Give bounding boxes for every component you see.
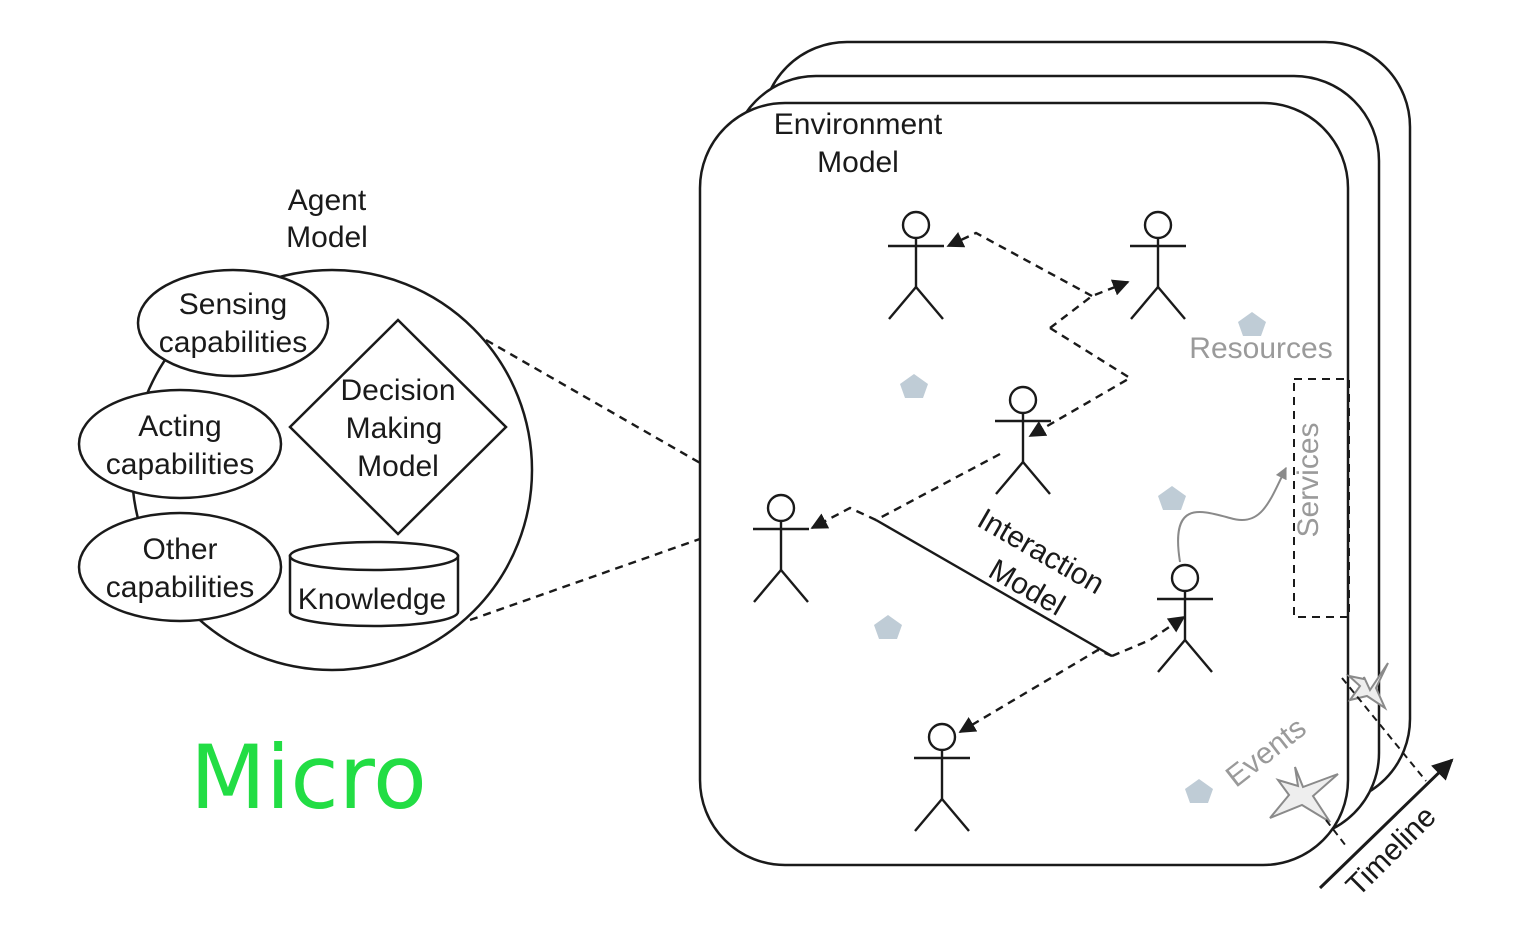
- acting-label-line2: capabilities: [106, 448, 254, 481]
- acting-capabilities-ellipse: [77, 388, 283, 500]
- decision-label-line3: Model: [357, 450, 439, 483]
- resource-marker: [1158, 486, 1186, 510]
- timeline-dashed-guide: [1325, 819, 1347, 847]
- event-star-icon: [1269, 766, 1339, 823]
- micro-caption: Micro: [190, 726, 427, 829]
- other-label-line2: capabilities: [106, 571, 254, 604]
- acting-label-line1: Acting: [138, 410, 221, 443]
- interaction-arrow: [1028, 326, 1133, 438]
- interaction-arrow: [1049, 279, 1130, 329]
- interaction-model-line: [875, 518, 1113, 658]
- interaction-arrow: [958, 648, 1113, 734]
- resources-label: Resources: [1189, 332, 1332, 365]
- timeline-dashed-guide: [1341, 677, 1427, 782]
- sensing-label-line1: Sensing: [179, 288, 287, 321]
- agent-model: Agent Model Sensing capabilities Acting …: [77, 184, 534, 672]
- interaction-arrow: [810, 452, 1001, 530]
- interaction-arrow: [946, 231, 1093, 298]
- decision-label-line2: Making: [346, 412, 443, 445]
- event-star-icon: [1345, 662, 1389, 711]
- agent-actor-icon: [753, 493, 809, 603]
- resource-marker: [874, 615, 902, 639]
- service-request-arrow: [1177, 466, 1287, 563]
- other-capabilities-ellipse: [77, 511, 283, 623]
- knowledge-label: Knowledge: [298, 583, 446, 616]
- agent-actor-icon: [1130, 210, 1186, 320]
- decision-label-line1: Decision: [340, 374, 455, 407]
- decision-making-diamond: [288, 318, 508, 536]
- other-label-line1: Other: [142, 533, 217, 566]
- agent-actor-icon: [1157, 563, 1213, 673]
- agent-model-title-line1: Agent: [288, 184, 367, 217]
- sensing-label-line2: capabilities: [159, 326, 307, 359]
- knowledge-cylinder: [288, 540, 460, 628]
- services-label: Services: [1292, 422, 1325, 537]
- resource-marker: [1238, 312, 1266, 336]
- services-box: [1293, 378, 1350, 618]
- sensing-capabilities-ellipse: [136, 268, 330, 378]
- agent-actor-icon: [995, 385, 1051, 495]
- timeline-label: Timeline: [1340, 800, 1443, 903]
- timeline-arrow: [1318, 758, 1454, 890]
- agent-actor-icon: [888, 210, 944, 320]
- environment-title-line1: Environment: [774, 108, 943, 141]
- agent-actor-icon: [914, 722, 970, 832]
- environment-title-line2: Model: [817, 146, 899, 179]
- agent-model-title-line2: Model: [286, 221, 368, 254]
- resource-marker: [900, 374, 928, 398]
- resource-marker: [1185, 779, 1213, 803]
